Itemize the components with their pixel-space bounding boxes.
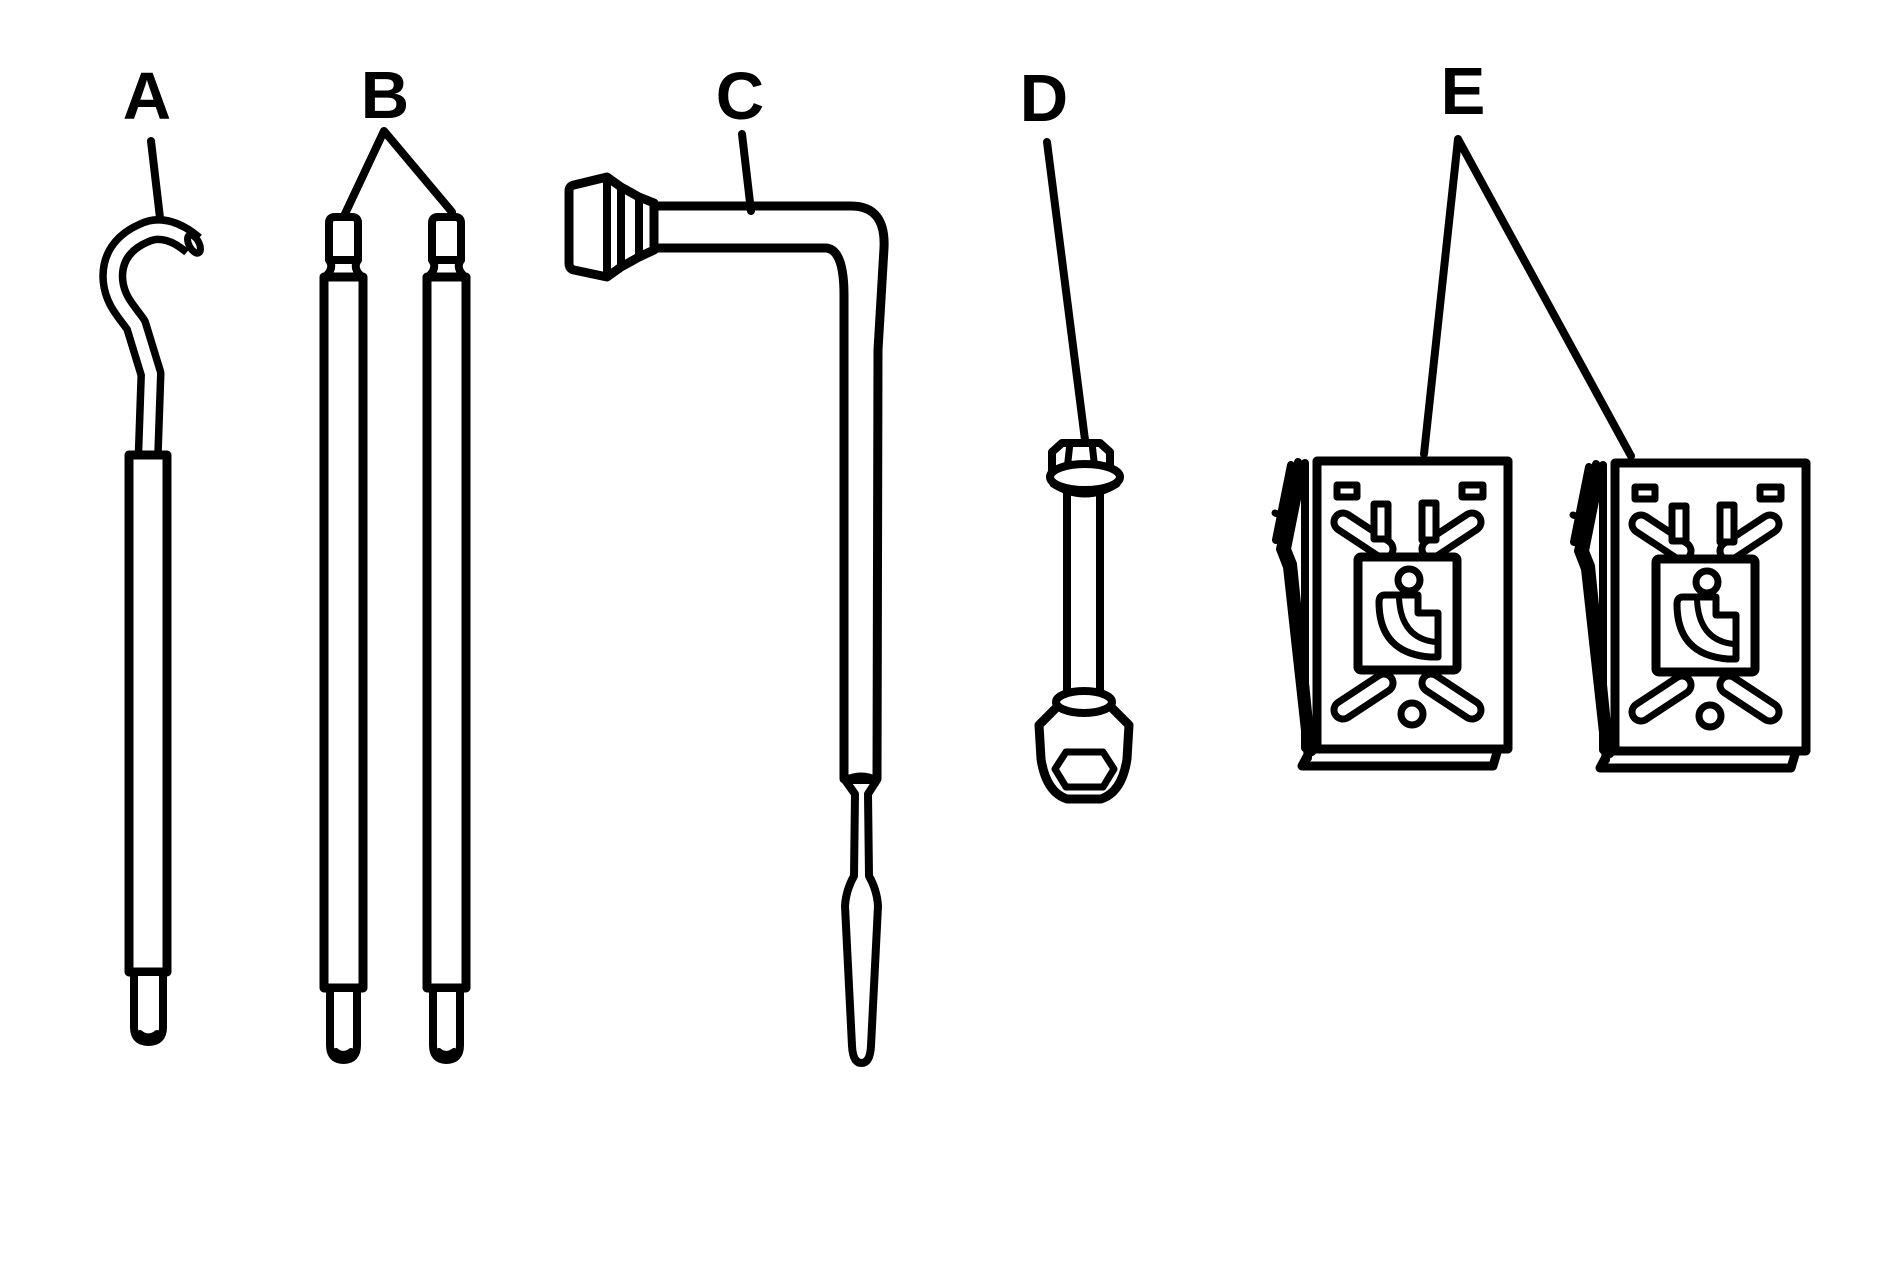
bolt-shaft [1063, 481, 1104, 702]
extension-rod-right [427, 217, 466, 1060]
tool-e-retainers [1271, 456, 1806, 771]
part-labels: A B C D E [123, 54, 1486, 136]
clip-logo-dot [1394, 565, 1424, 595]
tool-d-bolt [1034, 439, 1134, 804]
leader-line-d [1043, 138, 1089, 444]
label-a: A [123, 59, 171, 134]
clip-spring-tab [1271, 509, 1292, 522]
clip-vslot-left [1370, 500, 1392, 543]
clip-spring-leaf-1 [1276, 458, 1312, 762]
extension-rod-left [319, 213, 368, 1064]
label-b: B [361, 58, 409, 133]
label-e: E [1441, 54, 1486, 129]
bolt-flange [1046, 460, 1124, 494]
leader-lines [147, 127, 1635, 460]
retainer-clip-left [1271, 456, 1513, 771]
wrench-socket [564, 172, 659, 282]
clip-slot-top-left [1333, 481, 1361, 501]
leader-line-a [147, 137, 164, 222]
leader-line-e [1420, 135, 1635, 460]
rod-tip [326, 984, 361, 1064]
hook-fill [106, 223, 197, 461]
clip-slot-top-right [1458, 481, 1487, 501]
wrench-shaft [649, 201, 889, 784]
tool-a-hook-rod [99, 216, 204, 1046]
hook-rod-tube [124, 450, 172, 977]
tool-b-extension-rods [319, 213, 466, 1064]
label-c: C [716, 59, 764, 134]
leader-line-c [738, 130, 755, 215]
hook-rod-tip [130, 968, 167, 1046]
hook-rod-tip-end [137, 1030, 160, 1040]
hook-open-end [184, 231, 204, 257]
rod-cap [325, 213, 362, 264]
clip-spring-leaf-3 [1272, 461, 1295, 544]
label-d: D [1020, 61, 1068, 136]
bolt-flange-under [1049, 480, 1121, 498]
bolt-nut-inner-hex [1051, 748, 1118, 791]
clip-logo-fan-arc [1396, 595, 1438, 645]
retainer-clip-right [1573, 463, 1806, 768]
bolt-nut-collar [1052, 687, 1116, 717]
rod-tip-end [333, 1048, 354, 1057]
wrench-pry-tip [841, 776, 882, 1067]
leader-line-b [340, 127, 456, 220]
rod-tube [319, 272, 368, 993]
clip-vslot-right [1418, 499, 1440, 544]
clip-bottom-hole [1397, 699, 1427, 729]
tool-c-lug-wrench [564, 172, 889, 1067]
